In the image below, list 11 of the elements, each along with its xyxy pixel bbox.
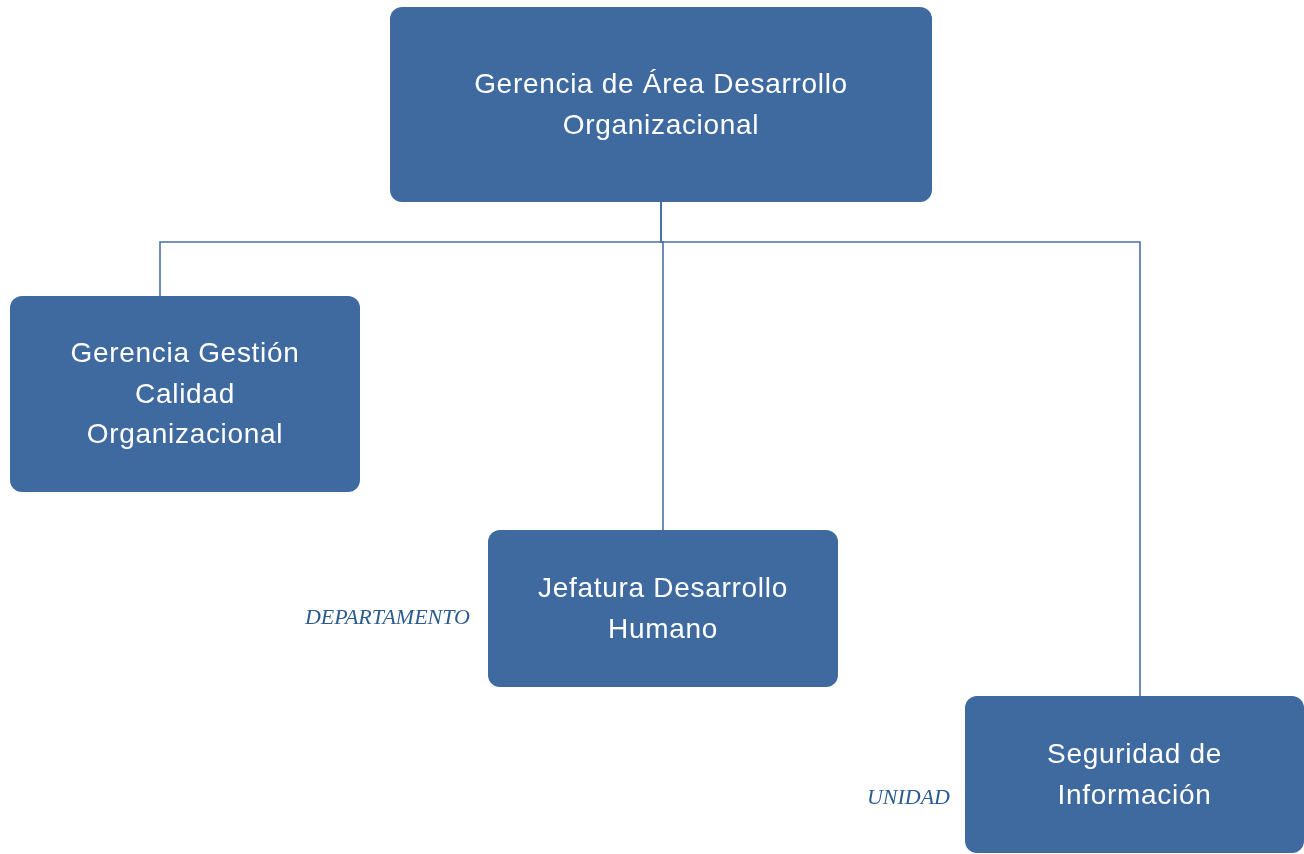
- org-box: [965, 696, 1304, 853]
- box-title: Gerencia Gestión Calidad Organizacional: [69, 336, 301, 452]
- org-box: [390, 7, 932, 202]
- box-title: Jefatura Desarrollo Humano: [537, 570, 789, 646]
- level-label: DEPARTAMENTO: [304, 603, 470, 631]
- org-box: [10, 296, 360, 492]
- box-title: Seguridad de Información: [1046, 736, 1223, 812]
- level-label: UNIDAD: [865, 783, 950, 811]
- org-box: [488, 530, 838, 687]
- box-title: Gerencia de Área Desarrollo Organizacional: [473, 66, 849, 142]
- connector-line: [660, 201, 1141, 697]
